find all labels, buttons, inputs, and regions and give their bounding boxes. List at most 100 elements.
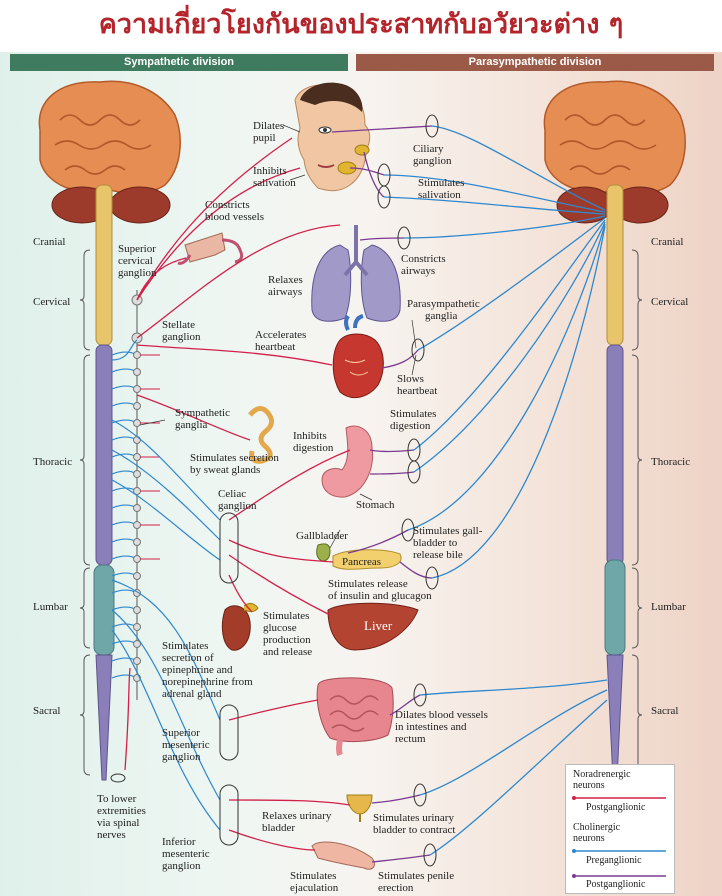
region-lumbar-right: Lumbar [651,601,686,613]
parasympathetic-ganglion [425,566,439,590]
bladder-icon [346,794,373,822]
chain-ganglion [133,521,141,529]
chain-ganglion [133,436,141,444]
region-cervical-right: Cervical [651,296,689,308]
parasympathetic-ganglion [411,338,425,362]
chain-ganglion [133,538,141,546]
parasympathetic-ganglion [377,185,391,209]
parasympathetic-ganglion [401,518,415,542]
left-brain-icon [38,80,181,224]
chain-ganglion [133,657,141,665]
label-gallbladder: Gallbladder [296,530,348,542]
legend-postganglionic-1: Postganglionic [586,802,646,813]
parasympathetic-postganglionic [331,125,433,863]
region-lumbar-left: Lumbar [33,601,68,613]
prevertebral-ganglia [219,512,239,846]
region-cervical-left: Cervical [33,296,71,308]
pancreas-icon [332,549,402,570]
chain-ganglion [133,640,141,648]
right-region-brackets [631,249,643,776]
parasympathetic-banner: Parasympathetic division [356,54,714,71]
right-brain-icon [543,80,686,224]
region-sacral-left: Sacral [33,705,61,717]
left-spinal-cord [93,184,115,781]
region-sacral-right: Sacral [651,705,679,717]
parasympathetic-ganglion [397,226,411,250]
adrenal-kidney-icon [221,602,259,651]
parasympathetic-ganglia [377,114,439,867]
chain-ganglion [133,402,141,410]
label-stomach: Stomach [356,499,395,511]
gallbladder-icon [316,543,331,562]
intestines-icon [316,677,394,757]
chain-ganglion [133,555,141,563]
chain-ganglion [133,419,141,427]
region-cranial-left: Cranial [33,236,66,248]
page-title: ความเกี่ยวโยงกันของประสาทกับอวัยวะต่าง ๆ [0,0,722,52]
chain-ganglion [133,351,141,359]
lungs-icon [311,225,401,322]
chain-ganglion [133,453,141,461]
face-icon [294,82,371,192]
region-thoracic-left: Thoracic [33,456,73,468]
chain-ganglion [133,623,141,631]
chain-ganglion [133,368,141,376]
parasympathetic-ganglion [413,683,427,707]
liver-icon [327,602,419,651]
blood-vessel-icon [177,232,244,265]
sweat-gland-icon [248,406,274,464]
parasympathetic-preganglionic [383,125,608,856]
legend-preganglionic: Preganglionic [586,855,642,866]
parasympathetic-ganglion [423,843,437,867]
sympathetic-preganglionic [111,339,221,831]
region-cranial-right: Cranial [651,236,684,248]
leader-lines [139,124,417,549]
label-pancreas: Pancreas [342,556,382,568]
parasympathetic-ganglion [407,460,421,484]
chain-ganglia [111,351,160,682]
chain-ganglion [133,385,141,393]
region-thoracic-right: Thoracic [651,456,691,468]
sympathetic-banner: Sympathetic division [10,54,348,71]
label-liver: Liver [364,618,393,633]
stomach-icon [321,425,374,498]
chain-ganglion [133,504,141,512]
chain-ganglion [133,572,141,580]
heart-icon [332,314,384,399]
genital-icon [311,841,375,870]
chain-ganglion [133,606,141,614]
parasympathetic-ganglion [413,783,427,807]
legend-postganglionic-2: Postganglionic [586,879,646,890]
